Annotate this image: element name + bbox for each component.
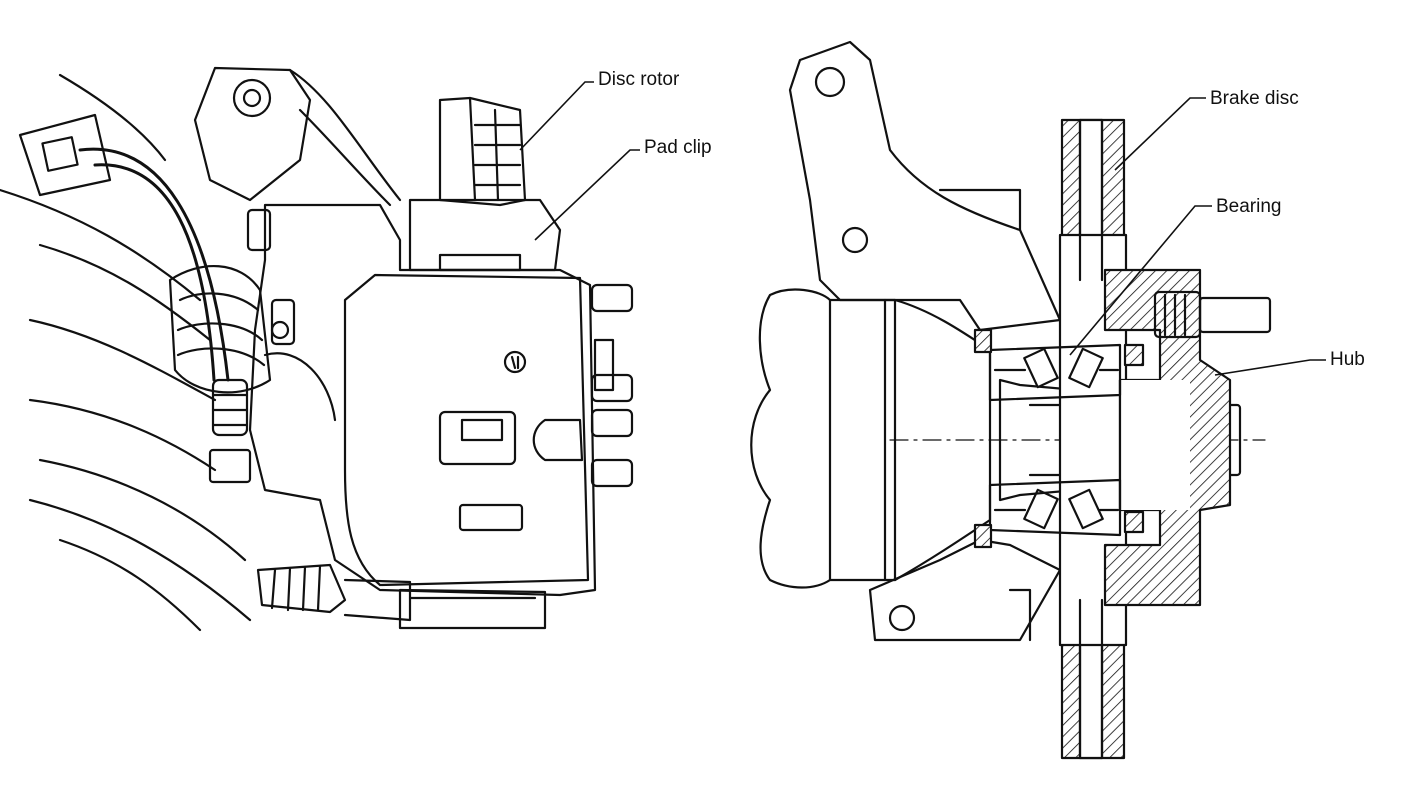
pad-clip — [408, 198, 562, 272]
suspension-arm-line — [38, 243, 212, 342]
label-brake-disc: Brake disc — [1210, 88, 1299, 109]
suspension-arm-line — [38, 458, 247, 562]
hub-section-view — [750, 40, 1272, 760]
suspension-arm-line — [28, 498, 252, 622]
mount-bolt — [232, 78, 272, 118]
caliper-body — [248, 203, 597, 597]
suspension-arm-line — [28, 318, 217, 402]
hose-bracket — [18, 113, 112, 197]
suspension-arm-line — [0, 188, 202, 302]
leader-bearing — [1069, 205, 1212, 356]
boot — [168, 264, 272, 394]
steering-knuckle — [788, 40, 1062, 332]
upper-bracket — [193, 66, 312, 202]
leader-lines — [519, 81, 1326, 376]
bleeder-screw — [270, 298, 296, 346]
label-pad-clip: Pad clip — [644, 137, 712, 158]
label-disc-rotor: Disc rotor — [598, 69, 680, 90]
suspension-arm-line — [58, 538, 202, 632]
leader-brake-disc — [1114, 97, 1206, 171]
caliper-assembly-view — [0, 66, 634, 632]
label-bearing: Bearing — [1216, 196, 1282, 217]
disc-rotor — [438, 96, 527, 207]
brake-line-fitting — [256, 563, 347, 614]
suspension-arm-line — [28, 398, 217, 472]
label-hub: Hub — [1330, 349, 1365, 370]
leader-hub — [1214, 359, 1326, 376]
cv-boot — [750, 288, 992, 589]
suspension-arm-line — [58, 73, 167, 162]
leader-disc-rotor — [519, 81, 594, 151]
leader-pad-clip — [534, 149, 640, 241]
pad-bottom — [398, 588, 547, 630]
guide-pin — [590, 283, 634, 313]
guide-pin — [590, 458, 634, 488]
brake-hose — [78, 147, 230, 382]
guide-pin — [590, 408, 634, 438]
